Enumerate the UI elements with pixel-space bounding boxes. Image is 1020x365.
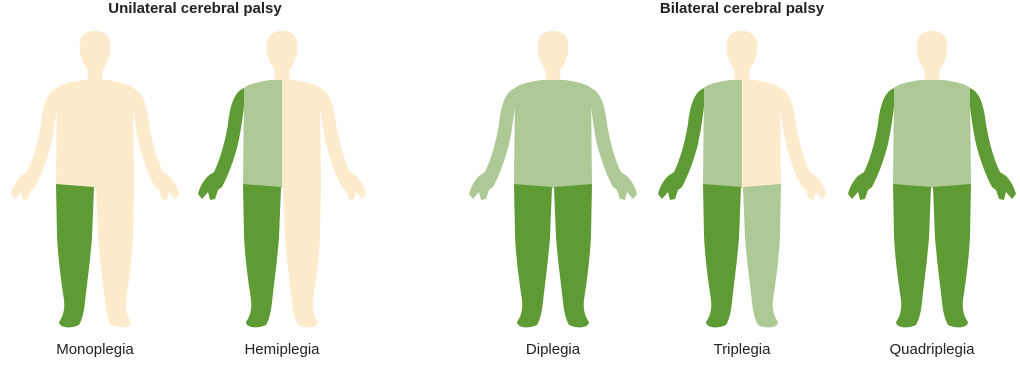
- label-hemiplegia: Hemiplegia: [244, 341, 319, 358]
- body-part-head: [80, 31, 111, 82]
- body-part-torso-left: [703, 80, 742, 188]
- body-part-torso-right: [553, 80, 592, 188]
- body-part-leg-left: [703, 184, 741, 327]
- body-part-leg-left: [56, 184, 94, 327]
- body-part-torso-right: [932, 80, 971, 188]
- body-part-head: [267, 31, 298, 82]
- body-part-torso-left: [243, 80, 282, 188]
- body-figure-diplegia: [469, 31, 637, 327]
- body-part-arm-left: [658, 88, 704, 200]
- body-part-arm-right: [970, 88, 1016, 200]
- label-diplegia: Diplegia: [526, 341, 580, 358]
- body-figure-quadriplegia: [848, 31, 1016, 327]
- body-part-leg-right: [743, 184, 781, 327]
- label-triplegia: Triplegia: [714, 341, 771, 358]
- body-part-arm-right: [780, 88, 826, 200]
- body-part-arm-left: [848, 88, 894, 200]
- body-figure-hemiplegia: [198, 31, 366, 327]
- body-part-torso-right: [95, 80, 134, 188]
- body-part-leg-right: [554, 184, 592, 327]
- body-figure-monoplegia: [11, 31, 179, 327]
- body-part-leg-right: [933, 184, 971, 327]
- body-part-leg-left: [893, 184, 931, 327]
- body-part-arm-right: [320, 88, 366, 200]
- body-part-torso-left: [56, 80, 95, 188]
- body-part-torso-right: [282, 80, 321, 188]
- body-part-arm-right: [591, 88, 637, 200]
- body-part-torso-left: [514, 80, 553, 188]
- body-part-arm-left: [469, 88, 515, 200]
- body-part-torso-left: [893, 80, 932, 188]
- body-part-arm-left: [198, 88, 244, 200]
- body-part-leg-left: [514, 184, 552, 327]
- body-part-head: [727, 31, 758, 82]
- body-part-leg-right: [96, 184, 134, 327]
- label-monoplegia: Monoplegia: [56, 341, 134, 358]
- body-part-head: [917, 31, 948, 82]
- body-part-torso-right: [742, 80, 781, 188]
- body-part-head: [538, 31, 569, 82]
- body-part-arm-left: [11, 88, 57, 200]
- body-part-arm-right: [133, 88, 179, 200]
- body-part-leg-left: [243, 184, 281, 327]
- body-figure-triplegia: [658, 31, 826, 327]
- label-quadriplegia: Quadriplegia: [889, 341, 974, 358]
- body-part-leg-right: [283, 184, 321, 327]
